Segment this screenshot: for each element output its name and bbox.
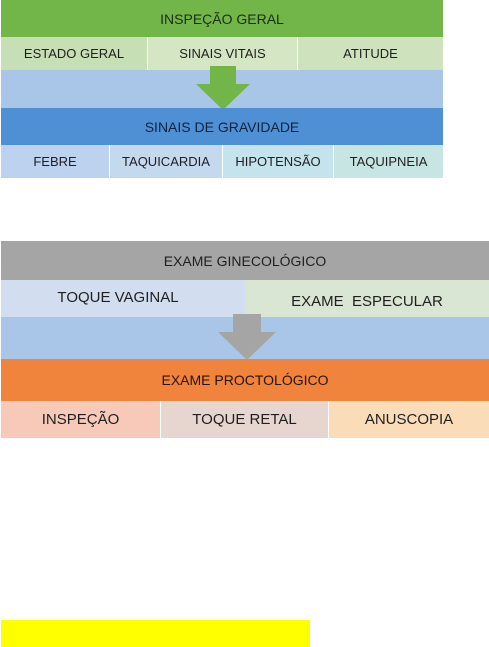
cell-estado-geral: ESTADO GERAL (1, 37, 148, 70)
cell-taquipneia: TAQUIPNEIA (334, 145, 443, 178)
cell-toque-vaginal: TOQUE VAGINAL (1, 280, 245, 317)
inspecao-geral-bar: INSPEÇÃO GERAL (1, 0, 443, 37)
down-arrow-icon (196, 66, 250, 112)
cell-anuscopia: ANUSCOPIA (329, 401, 489, 438)
cell-taquicardia: TAQUICARDIA (110, 145, 223, 178)
exame-proctologico-bar: EXAME PROCTOLÓGICO (1, 359, 489, 401)
cell-febre: FEBRE (1, 145, 110, 178)
cell-atitude: ATITUDE (298, 37, 443, 70)
down-arrow-icon (218, 314, 276, 362)
sinais-de-gravidade-label: SINAIS DE GRAVIDADE (145, 119, 300, 135)
cell-inspecao: INSPEÇÃO (1, 401, 161, 438)
exame-ginecologico-bar: EXAME GINECOLÓGICO (1, 241, 489, 280)
exame-ginecologico-label: EXAME GINECOLÓGICO (164, 253, 327, 269)
cell-hipotensao: HIPOTENSÃO (223, 145, 334, 178)
exame-proctologico-label: EXAME PROCTOLÓGICO (162, 372, 329, 388)
yellow-highlight-block (1, 620, 310, 647)
inspecao-geral-label: INSPEÇÃO GERAL (160, 11, 284, 27)
sinais-de-gravidade-bar: SINAIS DE GRAVIDADE (1, 108, 443, 145)
cell-toque-retal: TOQUE RETAL (161, 401, 329, 438)
cell-exame-especular: EXAME ESPECULAR (245, 280, 489, 317)
